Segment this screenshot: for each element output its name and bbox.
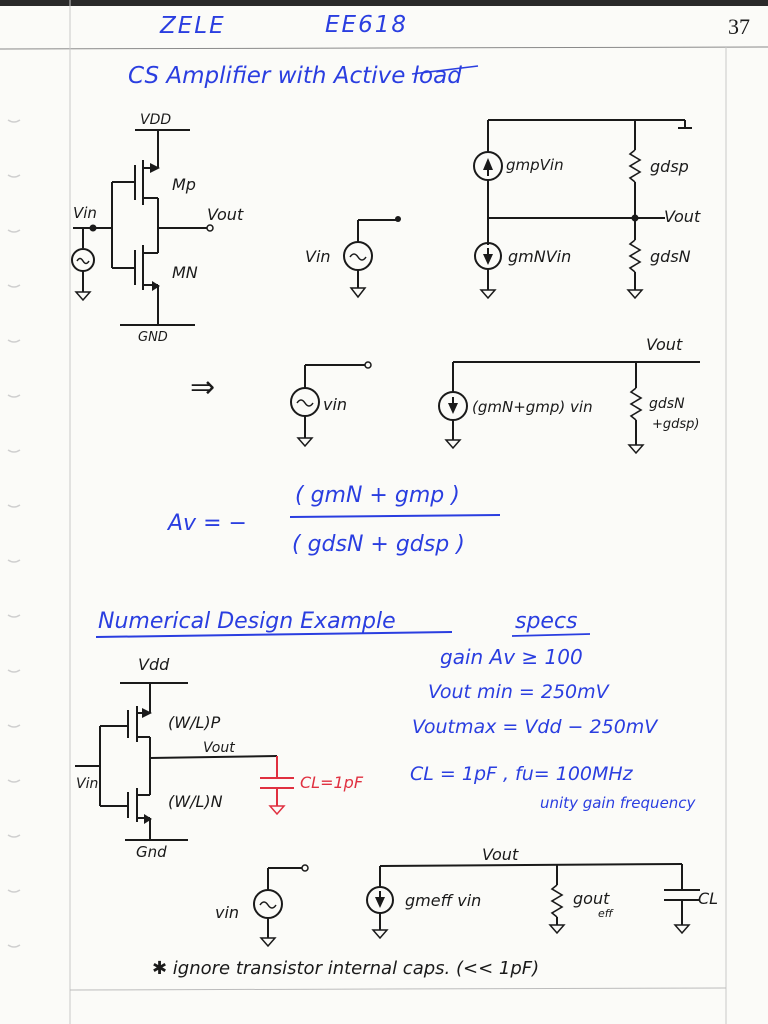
vin-source-1-label: Vin bbox=[305, 247, 331, 266]
equivalent-model bbox=[438, 361, 700, 455]
gmn-source-arrow bbox=[483, 254, 493, 265]
gdsp-label: gdsp bbox=[650, 157, 689, 176]
gain-fraction-bar bbox=[289, 514, 501, 518]
design-schematic bbox=[75, 682, 278, 841]
vin-source-2 bbox=[290, 364, 368, 448]
small-signal-model bbox=[473, 119, 692, 300]
gain-lhs: Av = − bbox=[166, 511, 247, 536]
vin-source-2-label: vin bbox=[323, 395, 347, 414]
pmos2-arrow bbox=[142, 708, 152, 718]
section2-title: Numerical Design Example bbox=[98, 609, 396, 634]
final-gout-sub: eff bbox=[598, 907, 614, 920]
top-edge-strip bbox=[0, 0, 768, 6]
vin-source-1 bbox=[343, 219, 398, 299]
final-source-arrow bbox=[375, 897, 385, 908]
model-vout-node bbox=[631, 214, 639, 222]
vin-source-3 bbox=[253, 867, 305, 948]
design-vdd-label: Vdd bbox=[138, 655, 170, 674]
model-vout-label: Vout bbox=[664, 207, 701, 226]
gmp-source-label: gmpVin bbox=[506, 156, 564, 174]
equiv-vout-label: Vout bbox=[646, 335, 683, 354]
final-model bbox=[366, 863, 700, 940]
design-vin-label: Vin bbox=[76, 776, 98, 792]
final-source-label: gmeff vin bbox=[405, 891, 481, 910]
gdsn-label: gdsN bbox=[650, 247, 691, 266]
spec-note-unity-gain: unity gain frequency bbox=[540, 794, 697, 812]
header-author: ZELE bbox=[159, 13, 226, 39]
equiv-conductance-top: gdsN bbox=[649, 396, 685, 412]
vin-source-1-node bbox=[395, 216, 401, 222]
design-gnd-label: Gnd bbox=[136, 843, 167, 861]
spec-line-voutmin: Vout min = 250mV bbox=[428, 681, 611, 703]
equiv-source-label: (gmN+gmp) vin bbox=[472, 398, 593, 416]
mn-arrow bbox=[152, 281, 160, 291]
final-vout-label: Vout bbox=[482, 845, 519, 864]
bottom-rule bbox=[69, 987, 727, 991]
gmp-source-arrow bbox=[483, 158, 493, 170]
implies-arrow: ⇒ bbox=[190, 370, 215, 405]
mn-label: MN bbox=[172, 263, 198, 282]
vout-node bbox=[206, 224, 214, 232]
vin-source-2-node bbox=[364, 361, 372, 369]
vdd-label: VDD bbox=[140, 112, 171, 128]
section1-title: CS Amplifier with Active load bbox=[128, 63, 462, 89]
strike-active bbox=[411, 65, 479, 75]
gmn-source-label: gmNVin bbox=[508, 247, 571, 266]
section2-title-underline bbox=[95, 631, 453, 638]
footnote: ✱ ignore transistor internal caps. (<< 1… bbox=[152, 958, 539, 979]
spec-line-gain: gain Av ≥ 100 bbox=[440, 645, 583, 669]
design-vout-label: Vout bbox=[203, 740, 235, 756]
gain-denominator: ( gdsN + gdsp ) bbox=[292, 532, 465, 557]
specs-heading: specs bbox=[515, 609, 578, 634]
header-course: EE618 bbox=[325, 12, 408, 38]
final-cl-label: CL bbox=[698, 889, 718, 908]
final-gout-label: gout bbox=[573, 889, 610, 908]
gnd-label: GND bbox=[138, 330, 168, 345]
page-number: 37 bbox=[728, 14, 750, 39]
specs-underline bbox=[511, 633, 591, 637]
specs-list: gain Av ≥ 100 Vout min = 250mV Voutmax =… bbox=[410, 645, 697, 812]
gain-numerator: ( gmN + gmp ) bbox=[295, 483, 460, 508]
mp-label: Mp bbox=[172, 175, 196, 194]
binding-holes bbox=[7, 119, 21, 948]
design-wl-p: (W/L)P bbox=[168, 713, 221, 732]
vin-source-3-node bbox=[301, 864, 309, 872]
vin-node bbox=[89, 224, 97, 232]
design-wl-n: (W/L)N bbox=[168, 792, 223, 811]
load-capacitor bbox=[260, 756, 294, 816]
equiv-conductance-bottom: +gdsp) bbox=[652, 417, 700, 432]
mp-arrow bbox=[150, 163, 160, 173]
equiv-source-arrow bbox=[448, 403, 458, 414]
spec-line-cl-fu: CL = 1pF , fu= 100MHz bbox=[410, 763, 634, 785]
cs-amp-schematic bbox=[71, 129, 210, 326]
vin-source-3-label: vin bbox=[215, 903, 239, 922]
vin-label: Vin bbox=[73, 204, 97, 222]
vout-label: Vout bbox=[207, 205, 244, 224]
load-cap-label: CL=1pF bbox=[300, 773, 364, 792]
nmos2-arrow bbox=[144, 814, 152, 824]
spec-line-voutmax: Voutmax = Vdd − 250mV bbox=[412, 716, 659, 738]
header-rule bbox=[0, 46, 768, 50]
